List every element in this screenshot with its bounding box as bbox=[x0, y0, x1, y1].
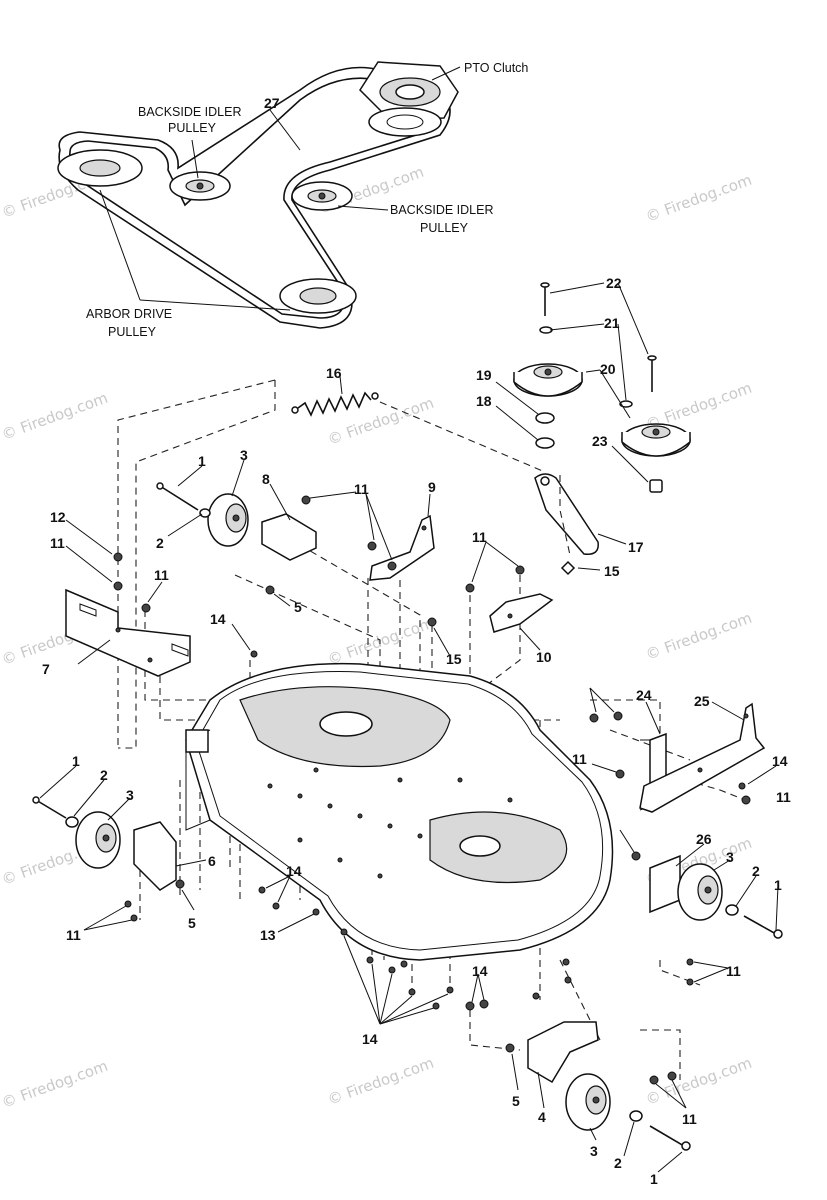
callout-number: 27 bbox=[264, 95, 280, 111]
callout-number: 3 bbox=[126, 787, 134, 803]
watermark: © Firedog.com bbox=[643, 609, 754, 664]
spring-16 bbox=[291, 375, 379, 417]
callout-number: 11 bbox=[682, 1111, 697, 1127]
callout-number: 11 bbox=[572, 751, 587, 767]
callout-number: 18 bbox=[476, 393, 492, 409]
callout-number: 9 bbox=[428, 479, 436, 495]
mower-deck bbox=[185, 662, 614, 961]
callout-number: 8 bbox=[262, 471, 270, 487]
callout-number: 16 bbox=[326, 365, 342, 381]
callout-number: 5 bbox=[512, 1093, 520, 1109]
callout-number: 10 bbox=[536, 649, 552, 665]
callout-number: 11 bbox=[66, 927, 81, 943]
callout-number: 14 bbox=[772, 753, 788, 769]
callout-number: 1 bbox=[774, 877, 782, 893]
callout-number: 1 bbox=[198, 453, 206, 469]
callout-number: 15 bbox=[604, 563, 620, 579]
arbor-drive-pulley-label: PULLEY bbox=[108, 325, 157, 339]
callout-number: 2 bbox=[752, 863, 760, 879]
bracket-9 bbox=[369, 514, 435, 581]
callout-number: 2 bbox=[100, 767, 108, 783]
callout-number: 26 bbox=[696, 831, 712, 847]
callout-number: 11 bbox=[354, 481, 369, 497]
callout-numbers: 27 22 21 20 19 18 23 17 16 15 12 11 1 3 … bbox=[42, 95, 791, 1187]
bracket-7 bbox=[65, 588, 191, 677]
callout-number: 14 bbox=[210, 611, 226, 627]
watermark: © Firedog.com bbox=[643, 1054, 754, 1109]
gauge-wheel-bottom bbox=[565, 1073, 691, 1151]
gauge-wheel-right bbox=[677, 863, 783, 939]
callout-number: 4 bbox=[538, 1109, 546, 1125]
bracket-25 bbox=[639, 702, 766, 813]
callout-number: 11 bbox=[154, 567, 169, 583]
callout-number: 2 bbox=[156, 535, 164, 551]
backside-idler-label: BACKSIDE IDLER bbox=[138, 105, 242, 119]
gauge-wheel-upper-left bbox=[156, 482, 249, 547]
callout-number: 2 bbox=[614, 1155, 622, 1171]
callout-number: 3 bbox=[726, 849, 734, 865]
watermark: © Firedog.com bbox=[0, 1057, 110, 1112]
backside-idler-label: BACKSIDE IDLER bbox=[390, 203, 494, 217]
backside-idler-label: PULLEY bbox=[420, 221, 469, 235]
backside-idler-pulley-2 bbox=[291, 181, 353, 211]
idler-pulley-20a bbox=[513, 363, 583, 397]
deck-rivets bbox=[267, 767, 513, 879]
watermark: © Firedog.com bbox=[0, 389, 110, 444]
belt-system bbox=[57, 61, 461, 329]
backside-idler-pulley-1 bbox=[169, 171, 231, 201]
callout-number: 17 bbox=[628, 539, 644, 555]
callout-number: 21 bbox=[604, 315, 620, 331]
callout-number: 14 bbox=[362, 1031, 378, 1047]
idler-pulley-20b bbox=[621, 423, 691, 457]
watermark: © Firedog.com bbox=[643, 171, 754, 226]
idler-pulley-assembly bbox=[495, 282, 691, 576]
callout-number: 11 bbox=[776, 789, 791, 805]
callout-number: 1 bbox=[650, 1171, 658, 1187]
callout-number: 7 bbox=[42, 661, 50, 677]
callout-number: 23 bbox=[592, 433, 608, 449]
pto-clutch-label: PTO Clutch bbox=[464, 61, 528, 75]
callout-number: 13 bbox=[260, 927, 276, 943]
callout-number: 1 bbox=[72, 753, 80, 769]
callout-number: 5 bbox=[188, 915, 196, 931]
callout-leaders bbox=[39, 459, 779, 1173]
callout-number: 25 bbox=[694, 693, 710, 709]
arbor-drive-pulley-label: ARBOR DRIVE bbox=[86, 307, 172, 321]
bracket-6 bbox=[133, 821, 177, 891]
callout-number: 24 bbox=[636, 687, 652, 703]
callout-number: 19 bbox=[476, 367, 492, 383]
gauge-wheel-left bbox=[32, 796, 121, 869]
callout-number: 11 bbox=[472, 529, 487, 545]
callout-number: 22 bbox=[606, 275, 622, 291]
bracket-8 bbox=[261, 513, 317, 561]
fasteners bbox=[113, 495, 751, 1085]
callout-number: 11 bbox=[50, 535, 65, 551]
callout-number: 6 bbox=[208, 853, 216, 869]
callout-number: 14 bbox=[472, 963, 488, 979]
arbor-pulley-right bbox=[279, 278, 357, 314]
callout-number: 3 bbox=[590, 1143, 598, 1159]
bracket-4 bbox=[527, 1021, 599, 1084]
callout-number: 12 bbox=[50, 509, 66, 525]
arbor-pulley-left bbox=[57, 149, 143, 187]
bracket-10 bbox=[489, 593, 554, 633]
bracket-26 bbox=[649, 854, 681, 914]
backside-idler-label: PULLEY bbox=[168, 121, 217, 135]
callout-number: 20 bbox=[600, 361, 616, 377]
callout-number: 15 bbox=[446, 651, 462, 667]
callout-number: 3 bbox=[240, 447, 248, 463]
callout-number: 11 bbox=[726, 963, 741, 979]
callout-number: 5 bbox=[294, 599, 302, 615]
callout-number: 14 bbox=[286, 863, 302, 879]
pto-clutch bbox=[359, 61, 459, 137]
watermark: © Firedog.com bbox=[325, 1054, 436, 1109]
